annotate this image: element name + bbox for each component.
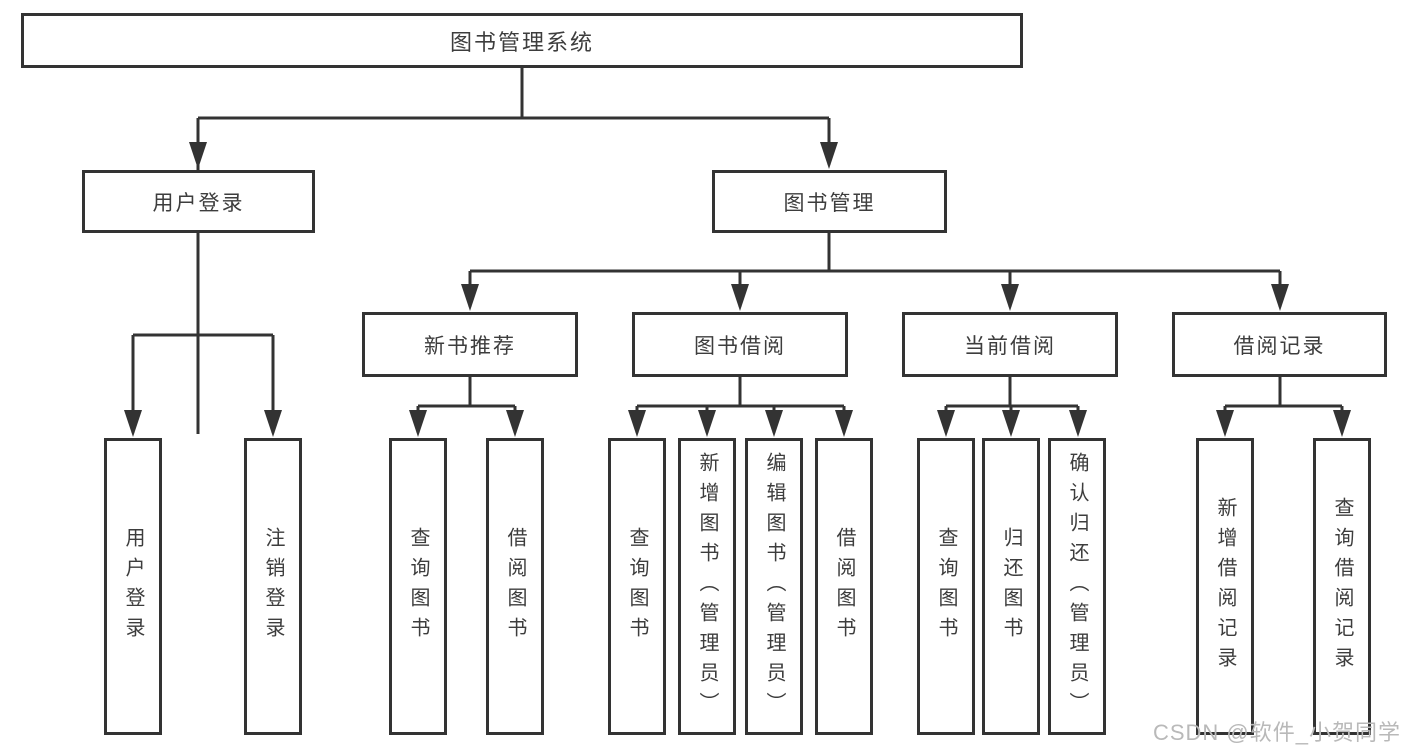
node-label: 图书借阅 (694, 334, 786, 358)
node-label: 借阅记录 (1233, 334, 1326, 358)
node-label: 用户登录 (152, 191, 245, 215)
node-label: 借阅图书 (833, 526, 855, 647)
leaf-query-books-recommend: 查询图书 (389, 438, 447, 735)
connector-root-to-level2 (196, 68, 831, 434)
node-borrowing-records: 借阅记录 (1172, 312, 1387, 377)
leaf-return-books: 归还图书 (982, 438, 1040, 735)
connector-borrowing-records-children (1223, 377, 1344, 433)
node-label: 编辑图书（管理员） (763, 451, 785, 722)
leaf-query-books-current: 查询图书 (917, 438, 975, 735)
leaf-query-borrow-record: 查询借阅记录 (1313, 438, 1371, 735)
leaf-borrow-books-recommend: 借阅图书 (486, 438, 544, 735)
node-label: 归还图书 (1000, 526, 1022, 647)
connector-book-management-sections (468, 233, 1282, 307)
connector-user-login-children (131, 233, 275, 433)
node-new-book-recommendation: 新书推荐 (362, 312, 578, 377)
node-label: 查询图书 (626, 526, 648, 647)
node-label: 用户登录 (122, 526, 144, 647)
node-label: 新书推荐 (424, 334, 516, 358)
node-user-login: 用户登录 (82, 170, 315, 233)
node-root-system: 图书管理系统 (21, 13, 1023, 68)
connector-borrowing-records-arrowheads (1216, 410, 1351, 437)
leaf-edit-book-admin: 编辑图书（管理员） (745, 438, 803, 735)
node-label: 图书管理系统 (449, 29, 594, 55)
csdn-watermark: CSDN @软件_小贺同学 (1152, 720, 1401, 745)
connector-book-borrowing-children (635, 377, 846, 433)
connector-new-book-children (416, 377, 517, 433)
connector-book-borrowing-arrowheads (628, 410, 853, 437)
connector-new-book-arrowheads (409, 410, 524, 437)
node-label: 图书管理 (783, 191, 876, 215)
node-current-borrowing: 当前借阅 (902, 312, 1118, 377)
connector-current-borrowing-arrowheads (937, 410, 1087, 437)
leaf-borrow-books-borrowing: 借阅图书 (815, 438, 873, 735)
node-label: 当前借阅 (964, 334, 1056, 358)
node-label: 注销登录 (262, 526, 284, 647)
node-book-borrowing: 图书借阅 (632, 312, 848, 377)
leaf-add-borrow-record: 新增借阅记录 (1196, 438, 1254, 735)
node-label: 新增借阅记录 (1214, 496, 1236, 677)
leaf-confirm-return-admin: 确认归还（管理员） (1048, 438, 1106, 735)
node-label: 借阅图书 (504, 526, 526, 647)
connector-root-arrowheads (189, 142, 838, 169)
leaf-logout: 注销登录 (244, 438, 302, 735)
node-label: 查询借阅记录 (1331, 496, 1353, 677)
leaf-user-login: 用户登录 (104, 438, 162, 735)
node-label: 新增图书（管理员） (696, 451, 718, 722)
node-label: 确认归还（管理员） (1066, 451, 1088, 722)
leaf-query-books-borrowing: 查询图书 (608, 438, 666, 735)
connector-user-login-arrowheads (124, 410, 282, 437)
node-book-management: 图书管理 (712, 170, 947, 233)
node-label: 查询图书 (935, 526, 957, 647)
leaf-add-book-admin: 新增图书（管理员） (678, 438, 736, 735)
connector-book-management-arrowheads (461, 284, 1289, 311)
node-label: 查询图书 (407, 526, 429, 647)
